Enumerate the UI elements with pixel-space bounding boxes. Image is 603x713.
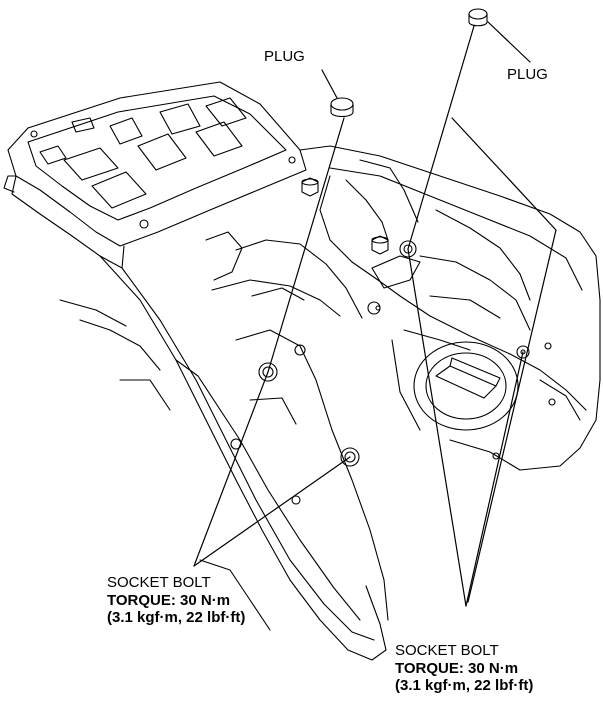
socket-bolt-right-torque: TORQUE: 30 N·m	[395, 659, 519, 677]
rear-fender	[299, 145, 601, 471]
socket-bolt-right-name: SOCKET BOLT	[395, 642, 499, 659]
fuel-cap	[391, 329, 519, 431]
plug-left-shape	[330, 97, 354, 118]
socket-bolt-left-callout: SOCKET BOLT TORQUE: 30 N·m (3.1 kgf·m, 2…	[107, 574, 245, 627]
rear-carrier	[3, 81, 307, 269]
frame-body	[59, 231, 389, 661]
socket-bolt-right-spec: (3.1 kgf·m, 22 lbf·ft)	[395, 677, 534, 695]
plug-right-label: PLUG	[507, 66, 548, 83]
plug-right-shape	[468, 8, 488, 27]
socket-bolt-right-callout: SOCKET BOLT TORQUE: 30 N·m (3.1 kgf·m, 2…	[395, 642, 533, 695]
socket-bolt-left-name: SOCKET BOLT	[107, 574, 211, 591]
bolts	[258, 177, 421, 467]
socket-bolt-left-torque: TORQUE: 30 N·m	[107, 591, 231, 609]
leader-lines	[193, 21, 557, 607]
plug-left-label: PLUG	[264, 48, 305, 65]
socket-bolt-left-spec: (3.1 kgf·m, 22 lbf·ft)	[107, 609, 246, 627]
